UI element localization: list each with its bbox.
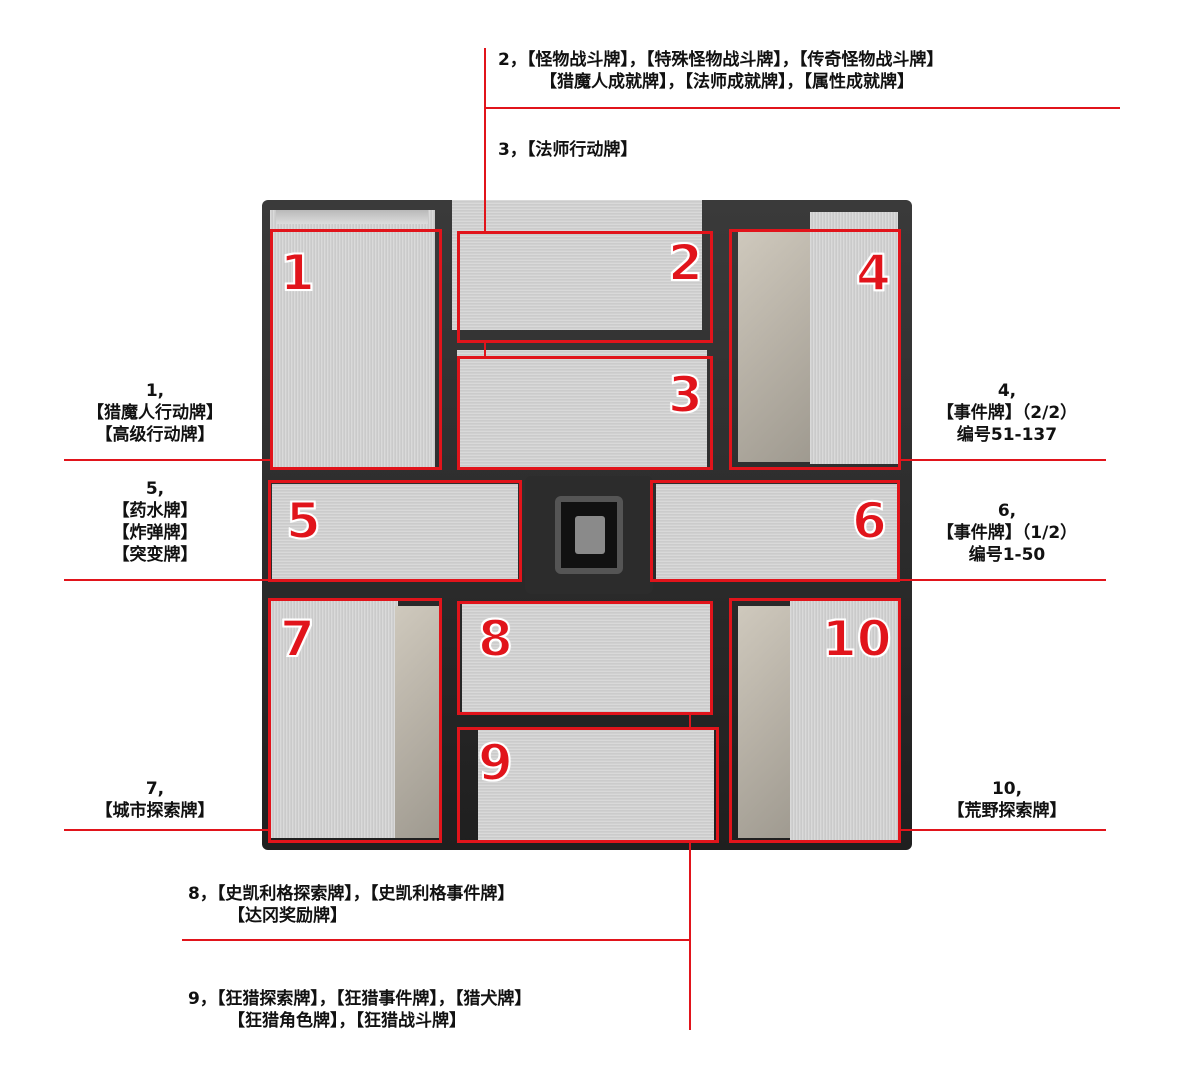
- label-5-line-2: 【炸弹牌】: [112, 523, 198, 543]
- leader-line-10: [900, 829, 1106, 831]
- card-stack-2: [452, 200, 702, 330]
- compartment-box-6: [650, 480, 900, 582]
- leader-line-5: [64, 579, 268, 581]
- compartment-box-1: [270, 229, 442, 470]
- compartment-number-8: 8: [477, 610, 514, 668]
- label-8: 8，【史凯利格探索牌】，【史凯利格事件牌】 【达冈奖励牌】: [188, 883, 514, 927]
- compartment-box-3: [457, 356, 713, 470]
- label-1-line-2: 【高级行动牌】: [95, 425, 215, 445]
- label-5: 5, 【药水牌】 【炸弹牌】 【突变牌】: [40, 478, 270, 566]
- compartment-number-10: 10: [821, 610, 893, 668]
- compartment-box-2: [457, 231, 713, 343]
- label-3: 3，【法师行动牌】: [498, 139, 637, 161]
- label-9: 9，【狂猎探索牌】，【狂猎事件牌】，【猎犬牌】 【狂猎角色牌】，【狂猎战斗牌】: [188, 988, 531, 1032]
- compartment-box-5: [268, 480, 522, 582]
- compartment-box-7: [268, 598, 442, 843]
- card-stack-5: [272, 484, 518, 580]
- label-10-number: 10,: [991, 779, 1023, 799]
- card-stack-8: [462, 604, 710, 714]
- label-3-line-1: 3，【法师行动牌】: [498, 140, 638, 160]
- leader-line-1: [64, 459, 270, 461]
- leader-line-8-9-vertical: [689, 843, 691, 1030]
- label-4-line-1: 【事件牌】（2/2）: [936, 403, 1078, 423]
- leader-line-3-connector: [484, 343, 486, 357]
- label-8-line-1: 8，【史凯利格探索牌】，【史凯利格事件牌】: [188, 884, 515, 904]
- label-2-line-2: 【猎魔人成就牌】，【法师成就牌】，【属性成就牌】: [540, 72, 914, 92]
- compartment-number-9: 9: [477, 734, 514, 792]
- label-5-line-3: 【突变牌】: [112, 545, 198, 565]
- label-6-line-1: 【事件牌】（1/2）: [936, 523, 1078, 543]
- compartment-number-1: 1: [279, 244, 316, 302]
- leader-line-7: [64, 829, 268, 831]
- compartment-box-4: [729, 229, 901, 470]
- compartment-number-3: 3: [667, 366, 704, 424]
- label-5-number: 5,: [145, 479, 165, 499]
- label-7-number: 7,: [145, 779, 165, 799]
- card-stack-1-top: [276, 210, 428, 224]
- card-face-10: [738, 606, 794, 838]
- leader-line-8-horizontal: [182, 939, 691, 941]
- card-stack-4: [810, 212, 898, 464]
- leader-line-2-3-vertical: [484, 48, 486, 232]
- label-5-line-1: 【药水牌】: [112, 501, 198, 521]
- label-1-line-1: 【猎魔人行动牌】: [87, 403, 223, 423]
- center-tray-inner: [555, 496, 623, 574]
- label-8-line-2: 【达冈奖励牌】: [228, 906, 347, 926]
- compartment-number-6: 6: [851, 492, 888, 550]
- label-6-number: 6,: [997, 501, 1017, 521]
- label-4-line-2: 编号51-137: [956, 425, 1058, 445]
- leader-line-4: [900, 459, 1106, 461]
- card-stack-7: [268, 598, 398, 838]
- label-2: 2，【怪物战斗牌】，【特殊怪物战斗牌】，【传奇怪物战斗牌】 【猎魔人成就牌】，【…: [498, 49, 943, 93]
- compartment-number-2: 2: [667, 234, 704, 292]
- label-10-line-1: 【荒野探索牌】: [947, 801, 1067, 821]
- leader-line-2-horizontal: [484, 107, 1120, 109]
- compartment-box-10: [729, 598, 901, 843]
- card-face-4: [738, 230, 810, 462]
- compartment-box-8: [457, 601, 713, 715]
- card-stack-10: [790, 600, 898, 840]
- label-9-line-2: 【狂猎角色牌】，【狂猎战斗牌】: [228, 1011, 466, 1031]
- center-tray-knob: [575, 516, 605, 554]
- card-stack-3: [457, 350, 707, 468]
- label-6: 6, 【事件牌】（1/2） 编号1-50: [902, 500, 1112, 566]
- label-4: 4, 【事件牌】（2/2） 编号51-137: [902, 380, 1112, 446]
- label-7: 7, 【城市探索牌】: [40, 778, 270, 822]
- label-2-line-1: 2，【怪物战斗牌】，【特殊怪物战斗牌】，【传奇怪物战斗牌】: [498, 50, 944, 70]
- label-4-number: 4,: [997, 381, 1017, 401]
- compartment-number-5: 5: [285, 492, 322, 550]
- label-7-line-1: 【城市探索牌】: [95, 801, 215, 821]
- card-stack-9: [478, 728, 714, 840]
- card-stack-1: [270, 210, 435, 468]
- card-face-7: [395, 606, 439, 838]
- compartment-box-9: [457, 727, 719, 843]
- leader-line-8-connector: [689, 715, 691, 728]
- label-6-line-2: 编号1-50: [968, 545, 1046, 565]
- label-1-number: 1,: [145, 381, 165, 401]
- compartment-number-7: 7: [279, 610, 316, 668]
- card-stack-6: [656, 484, 898, 580]
- leader-line-6: [900, 579, 1106, 581]
- label-9-line-1: 9，【狂猎探索牌】，【狂猎事件牌】，【猎犬牌】: [188, 989, 532, 1009]
- label-1: 1, 【猎魔人行动牌】 【高级行动牌】: [40, 380, 270, 446]
- label-10: 10, 【荒野探索牌】: [902, 778, 1112, 822]
- compartment-number-4: 4: [855, 244, 892, 302]
